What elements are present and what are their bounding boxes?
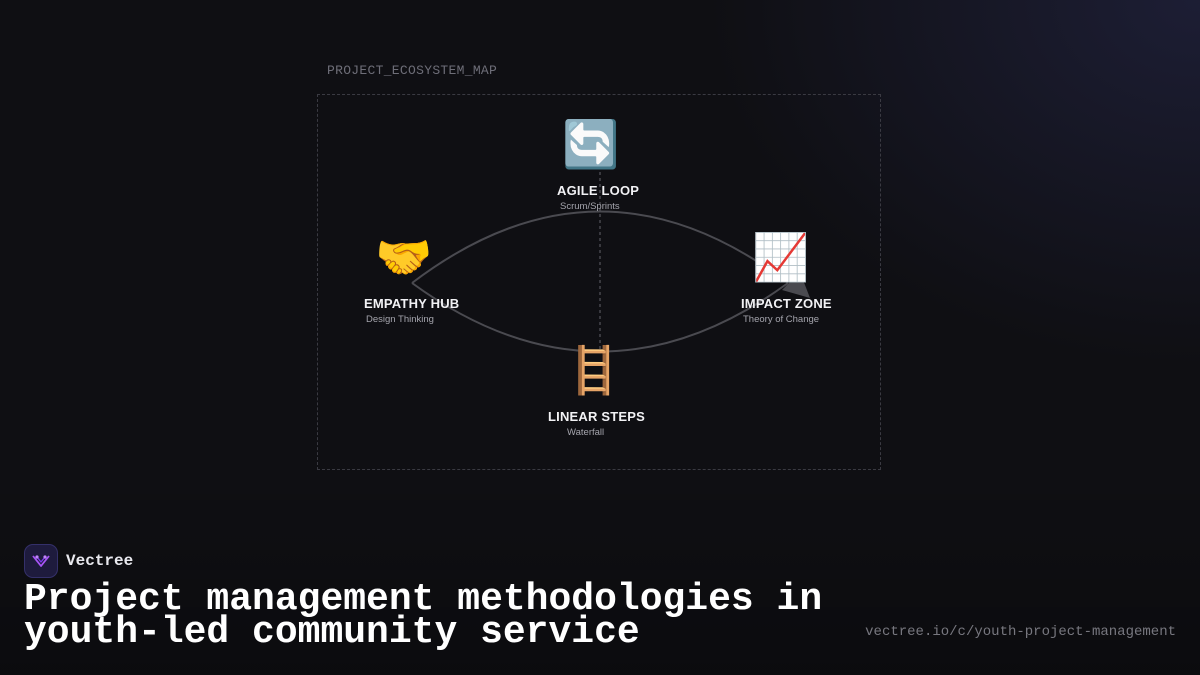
node-impact-zone: 📈 IMPACT ZONE Theory of Change — [741, 229, 832, 325]
upper-arc-link — [411, 210, 789, 284]
node-subtitle: Design Thinking — [366, 314, 434, 325]
node-title: EMPATHY HUB — [364, 296, 460, 311]
brand[interactable]: Vectree — [24, 544, 133, 578]
arrows-cycle-icon: 🔄 — [562, 118, 620, 170]
map-label: PROJECT_ECOSYSTEM_MAP — [327, 63, 498, 78]
node-subtitle: Theory of Change — [743, 314, 820, 325]
lower-arc-link — [411, 282, 789, 353]
node-linear-steps: 🪜 LINEAR STEPS Waterfall — [548, 342, 645, 438]
source-url[interactable]: vectree.io/c/youth-project-management — [865, 624, 1176, 640]
handshake-icon: 🤝 — [375, 231, 433, 283]
chart-increasing-icon: 📈 — [752, 231, 810, 283]
node-agile-loop: 🔄 AGILE LOOP Scrum/Sprints — [557, 116, 639, 212]
brand-name: Vectree — [66, 552, 134, 570]
node-subtitle: Waterfall — [567, 427, 605, 438]
node-empathy-hub: 🤝 EMPATHY HUB Design Thinking — [364, 229, 459, 325]
arrowhead-icon — [782, 272, 810, 298]
vectree-logo-icon — [24, 544, 58, 578]
map-frame — [317, 94, 881, 470]
node-title: AGILE LOOP — [557, 183, 640, 198]
node-subtitle: Scrum/Sprints — [560, 201, 620, 212]
node-title: IMPACT ZONE — [741, 296, 832, 311]
ladder-icon: 🪜 — [565, 344, 623, 396]
node-title: LINEAR STEPS — [548, 409, 646, 424]
page-title: Project management methodologies in yout… — [24, 578, 823, 654]
